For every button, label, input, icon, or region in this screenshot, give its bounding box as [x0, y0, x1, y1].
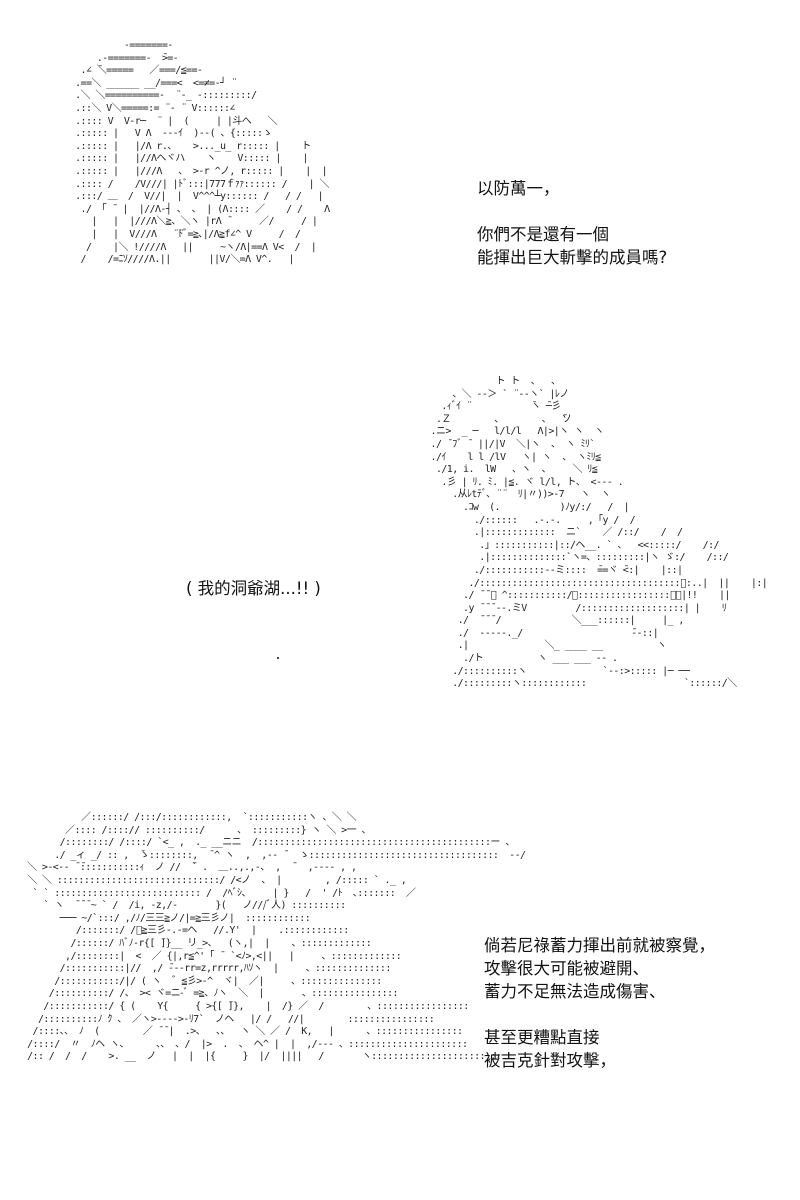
- narration-line: 攻擊很大可能被避開、: [484, 959, 649, 978]
- narration-line: 倘若尼祿蓄力揮出前就被察覺，: [484, 936, 715, 955]
- narration-line: 能揮出巨大斬擊的成員嗎?: [477, 248, 668, 267]
- narration-line-blank: [477, 200, 667, 223]
- narration-line: 以防萬一，: [477, 179, 560, 198]
- thought-line: ( 我的洞爺湖...!! ): [186, 579, 321, 598]
- narration-line: 蓄力不足無法造成傷害、: [484, 982, 666, 1001]
- ascii-art-character-top: -=======- .-=======- ̄>=- .∠ ̄＼===== ／==…: [75, 40, 330, 266]
- narration-text-top: 以防萬一， 你們不是還有一個 能揮出巨大斬擊的成員嗎?: [477, 177, 667, 269]
- narration-text-bottom: 倘若尼祿蓄力揮出前就被察覺， 攻擊很大可能被避開、 蓄力不足無法造成傷害、 甚至…: [484, 934, 715, 1072]
- narration-line: 你們不是還有一個: [477, 225, 609, 244]
- thought-text-middle: ( 我的洞爺湖...!! ): [186, 577, 321, 600]
- narration-line: 被吉克針對攻擊，: [484, 1051, 616, 1070]
- narration-line-blank: [484, 1003, 715, 1026]
- ascii-art-character-bottom: ／::::::/ /:::/::::::::::::, `:::::::::::…: [27, 812, 526, 1063]
- speck: [277, 657, 279, 659]
- narration-line: 甚至更糟點直接: [484, 1028, 600, 1047]
- ascii-art-character-middle: ト ト 、 、 、＼ --＞ ` ̈ --ヽ` |ﾚノ .ｨﾞｲ ̈ ̄ヽ ̄─…: [430, 376, 768, 690]
